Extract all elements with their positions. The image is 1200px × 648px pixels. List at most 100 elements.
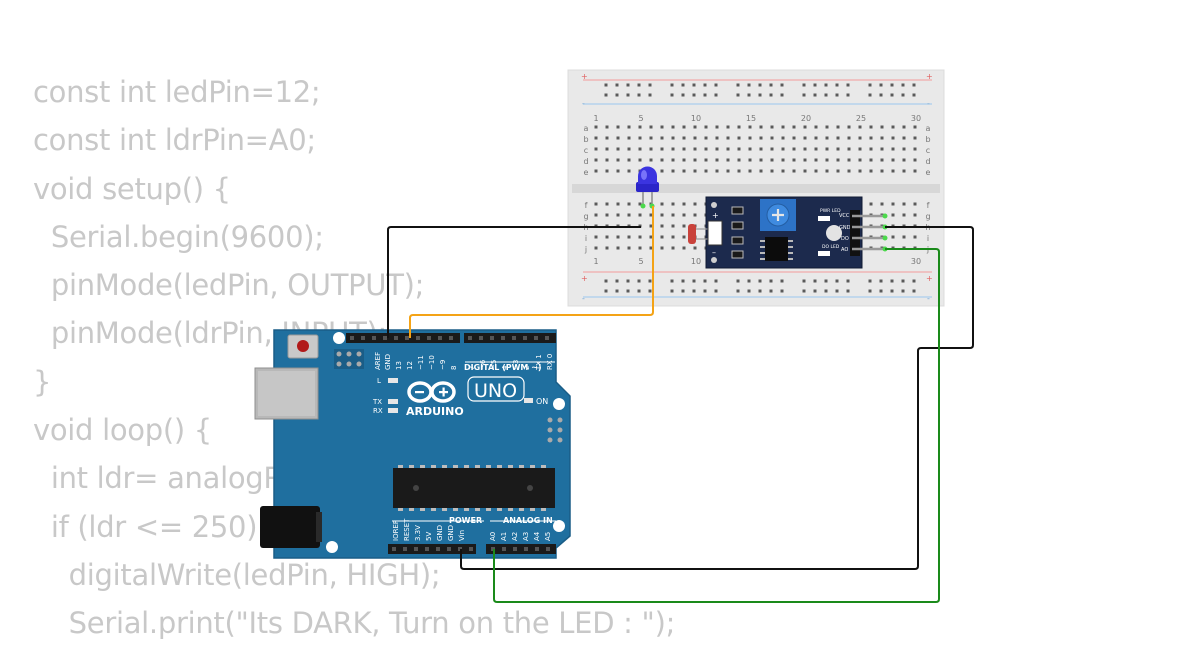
breadboard-hole <box>902 136 906 140</box>
breadboard-hole <box>792 136 796 140</box>
pin-label: IOREF <box>392 520 400 541</box>
chip-leg <box>431 465 436 468</box>
chip-dot <box>413 485 419 491</box>
rail-hole <box>714 83 718 87</box>
chip-leg <box>420 508 425 511</box>
row-label: c <box>584 146 588 155</box>
rail-hole <box>648 289 652 293</box>
wire-module-power[interactable] <box>460 226 974 570</box>
breadboard-hole <box>913 136 917 140</box>
breadboard-hole <box>781 169 785 173</box>
breadboard-hole <box>616 213 620 217</box>
breadboard-hole <box>693 125 697 129</box>
col-label: 5 <box>638 257 643 266</box>
wires[interactable] <box>387 206 974 603</box>
breadboard-hole <box>913 202 917 206</box>
wire-gnd[interactable] <box>387 226 641 338</box>
breadboard-hole <box>726 136 730 140</box>
breadboard-hole <box>627 169 631 173</box>
rail-hole <box>868 93 872 97</box>
breadboard-hole <box>825 136 829 140</box>
rail-hole <box>912 93 916 97</box>
breadboard-hole <box>704 169 708 173</box>
rail-hole <box>703 279 707 283</box>
breadboard-hole <box>726 158 730 162</box>
col-label: 15 <box>746 114 756 123</box>
pin-label: A0 <box>489 532 497 541</box>
breadboard-hole <box>594 213 598 217</box>
wire-led-signal[interactable] <box>409 206 654 338</box>
breadboard-hole <box>671 246 675 250</box>
rail-hole <box>604 93 608 97</box>
rail-hole <box>824 289 828 293</box>
pin-label: TX 1 <box>535 354 543 371</box>
breadboard-holes[interactable] <box>594 83 917 293</box>
chip-leg <box>409 465 414 468</box>
breadboard-hole <box>627 125 631 129</box>
breadboard-hole <box>902 235 906 239</box>
breadboard-hole <box>825 147 829 151</box>
breadboard-hole <box>704 158 708 162</box>
breadboard-hole <box>649 158 653 162</box>
breadboard-hole <box>902 169 906 173</box>
row-label: b <box>583 135 588 144</box>
breadboard-hole <box>649 136 653 140</box>
ldr-sensor-module[interactable]: + – PWR LED DO LED VCC GND DO AO <box>688 196 888 269</box>
breadboard-hole <box>627 136 631 140</box>
header-hole <box>436 547 440 551</box>
breadboard-hole <box>770 147 774 151</box>
pin-label: 4 <box>501 365 509 370</box>
breadboard-hole <box>858 169 862 173</box>
rail-hole <box>637 93 641 97</box>
breadboard-hole <box>847 169 851 173</box>
power-header[interactable] <box>388 544 476 554</box>
chip-leg <box>398 508 403 511</box>
digital-header-left[interactable] <box>346 333 460 343</box>
breadboard-hole <box>715 169 719 173</box>
breadboard-hole <box>913 158 917 162</box>
rail-hole <box>780 289 784 293</box>
digital-header-right[interactable] <box>464 333 556 343</box>
header-hole <box>383 336 387 340</box>
mount-hole <box>553 398 565 410</box>
chip-leg <box>464 508 469 511</box>
breadboard-hole <box>616 125 620 129</box>
analog-header[interactable] <box>486 544 556 554</box>
breadboard-hole <box>693 169 697 173</box>
rail-hole <box>901 93 905 97</box>
led-highlight <box>641 170 647 180</box>
breadboard-hole <box>792 158 796 162</box>
breadboard-hole <box>880 158 884 162</box>
rail-hole <box>824 279 828 283</box>
breadboard-hole <box>803 169 807 173</box>
blue-led[interactable] <box>636 166 659 209</box>
breadboard-hole <box>792 147 796 151</box>
breadboard-hole <box>770 125 774 129</box>
breadboard-hole <box>682 224 686 228</box>
pin-label: 2 <box>523 366 531 370</box>
breadboard-hole <box>682 169 686 173</box>
usb-port-face <box>258 371 315 416</box>
breadboard-hole <box>913 125 917 129</box>
breadboard-hole <box>660 169 664 173</box>
rail-hole <box>835 289 839 293</box>
breadboard[interactable]: + + - - + + - - 1 5 10 15 20 25 30 1 5 1… <box>567 69 945 307</box>
pin-label: ~11 <box>417 355 425 370</box>
code-line: pinMode(ledPin, OUTPUT); <box>33 268 425 303</box>
circuit-canvas[interactable]: + + - - + + - - 1 5 10 15 20 25 30 1 5 1… <box>0 0 1200 630</box>
reset-button-cap[interactable] <box>297 340 309 352</box>
breadboard-hole <box>638 235 642 239</box>
col-label: 30 <box>911 257 921 266</box>
breadboard-hole <box>605 213 609 217</box>
rail-hole <box>769 83 773 87</box>
breadboard-hole <box>902 213 906 217</box>
arduino-uno-board[interactable]: AREF GND 13 12 ~11 ~10 ~9 8 7 ~6 ~5 4 ~3… <box>254 329 571 559</box>
breadboard-hole <box>847 136 851 140</box>
rail-hole <box>637 289 641 293</box>
wire-module-analog[interactable] <box>493 248 940 603</box>
rail-hole <box>648 279 652 283</box>
breadboard-hole <box>627 158 631 162</box>
led-rim <box>636 182 659 192</box>
breadboard-hole <box>616 202 620 206</box>
breadboard-hole <box>649 224 653 228</box>
